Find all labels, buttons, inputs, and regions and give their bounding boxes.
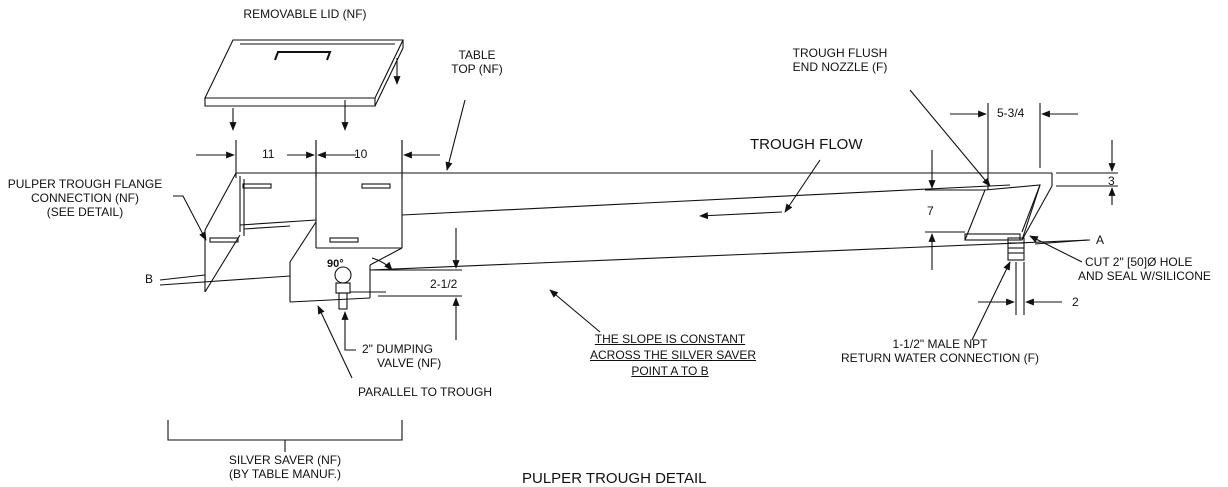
slope-label-3: POINT A TO B	[631, 364, 709, 378]
dumping-valve	[334, 257, 393, 310]
drawing-title: PULPER TROUGH DETAIL	[522, 470, 707, 487]
point-b-label: B	[145, 272, 154, 286]
dim-7: 7	[927, 204, 934, 218]
pulper-flange-label-1: PULPER TROUGH FLANGE	[7, 177, 163, 191]
trough-flow-label: TROUGH FLOW	[750, 136, 863, 153]
male-npt-label-2: RETURN WATER CONNECTION (F)	[841, 351, 1039, 365]
dim-11: 11	[262, 147, 275, 161]
point-a-label: A	[1096, 233, 1105, 247]
slope-label-1: THE SLOPE IS CONSTANT	[594, 332, 746, 346]
silver-saver-label-1: SILVER SAVER (NF)	[228, 453, 342, 467]
dumping-valve-label-1: 2" DUMPING	[362, 342, 433, 356]
table-top-label-1: TABLE	[458, 48, 496, 62]
parallel-label: PARALLEL TO TROUGH	[358, 385, 493, 399]
dim-3: 3	[1108, 174, 1115, 188]
dim-10: 10	[354, 147, 368, 161]
dumping-valve-label-2: VALVE (NF)	[377, 356, 442, 370]
pulper-flange-label-2: CONNECTION (NF)	[31, 191, 139, 205]
table-top-label-2: TOP (NF)	[451, 62, 503, 76]
dim-5-3-4: 5-3/4	[997, 106, 1025, 120]
dim-2: 2	[1072, 295, 1079, 309]
pulper-flange-label-3: (SEE DETAIL)	[46, 205, 124, 219]
removable-lid-shape	[204, 39, 404, 107]
male-npt-label-1: 1-1/2" MALE NPT	[892, 337, 988, 351]
angle-label: 90°	[327, 258, 344, 270]
trough-flush-label-2: END NOZZLE (F)	[792, 60, 888, 74]
cut-hole-label-2: AND SEAL W/SILICONE	[1078, 269, 1211, 283]
cut-hole-label-1: CUT 2" [50]Ø HOLE	[1085, 255, 1193, 269]
removable-lid-label: REMOVABLE LID (NF)	[243, 7, 367, 21]
table-top-shape	[204, 172, 1053, 293]
silver-saver-label-2: (BY TABLE MANUF.)	[228, 467, 342, 481]
slope-label-2: ACROSS THE SILVER SAVER	[590, 348, 757, 362]
dim-2-1-2: 2-1/2	[430, 277, 458, 291]
trough-flush-label-1: TROUGH FLUSH	[792, 46, 888, 60]
return-connection-threads	[1007, 237, 1025, 261]
